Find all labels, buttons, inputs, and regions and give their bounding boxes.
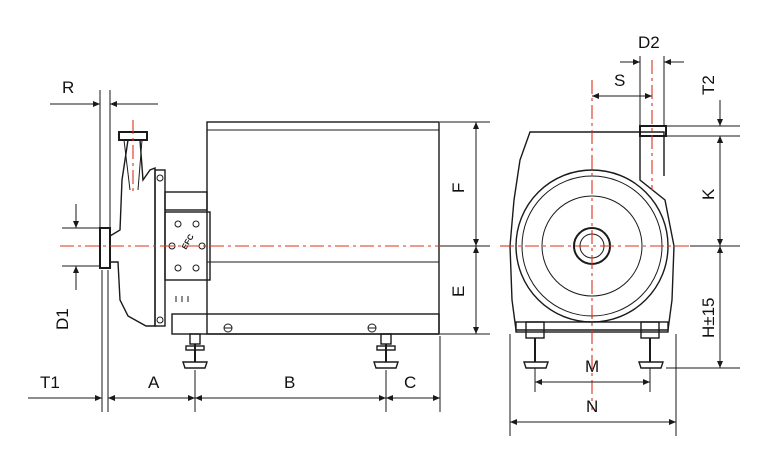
motor-body (206, 121, 440, 335)
front-discharge-flange (639, 125, 667, 137)
dim-label-T1: T1 (40, 373, 60, 392)
front-foot-left (523, 361, 549, 369)
dim-label-D1: D1 (53, 308, 72, 330)
dim-label-F: F (449, 183, 468, 193)
casing-plate (154, 169, 166, 327)
side-view: EFC (60, 120, 440, 369)
base-frame (171, 313, 440, 335)
dim-label-B: B (284, 373, 295, 392)
front-foot-right (638, 361, 664, 369)
inlet-flange (99, 227, 111, 269)
motor-ring-inner (541, 195, 643, 297)
dim-label-D2: D2 (638, 33, 660, 52)
dim-label-T2: T2 (699, 75, 718, 95)
dim-label-S: S (614, 71, 625, 90)
volute-casing (109, 139, 156, 327)
dim-label-E: E (449, 286, 468, 297)
front-view (500, 60, 690, 410)
dim-label-K: K (699, 188, 718, 200)
dim-label-R: R (62, 78, 74, 97)
dim-label-M: M (585, 357, 599, 376)
side-view-dimensions: R D1 T1 A B C F E (28, 78, 490, 412)
leveling-foot-right (373, 361, 399, 369)
dim-label-C: C (404, 373, 416, 392)
leveling-foot-left (182, 361, 208, 369)
dim-label-N: N (586, 397, 598, 416)
dim-label-H: H±15 (699, 297, 718, 338)
dim-label-A: A (148, 373, 160, 392)
adapter-top (164, 191, 208, 211)
brand-logo-text: EFC (180, 232, 196, 251)
front-view-dimensions: D2 S T2 K H±15 M N (509, 33, 740, 436)
